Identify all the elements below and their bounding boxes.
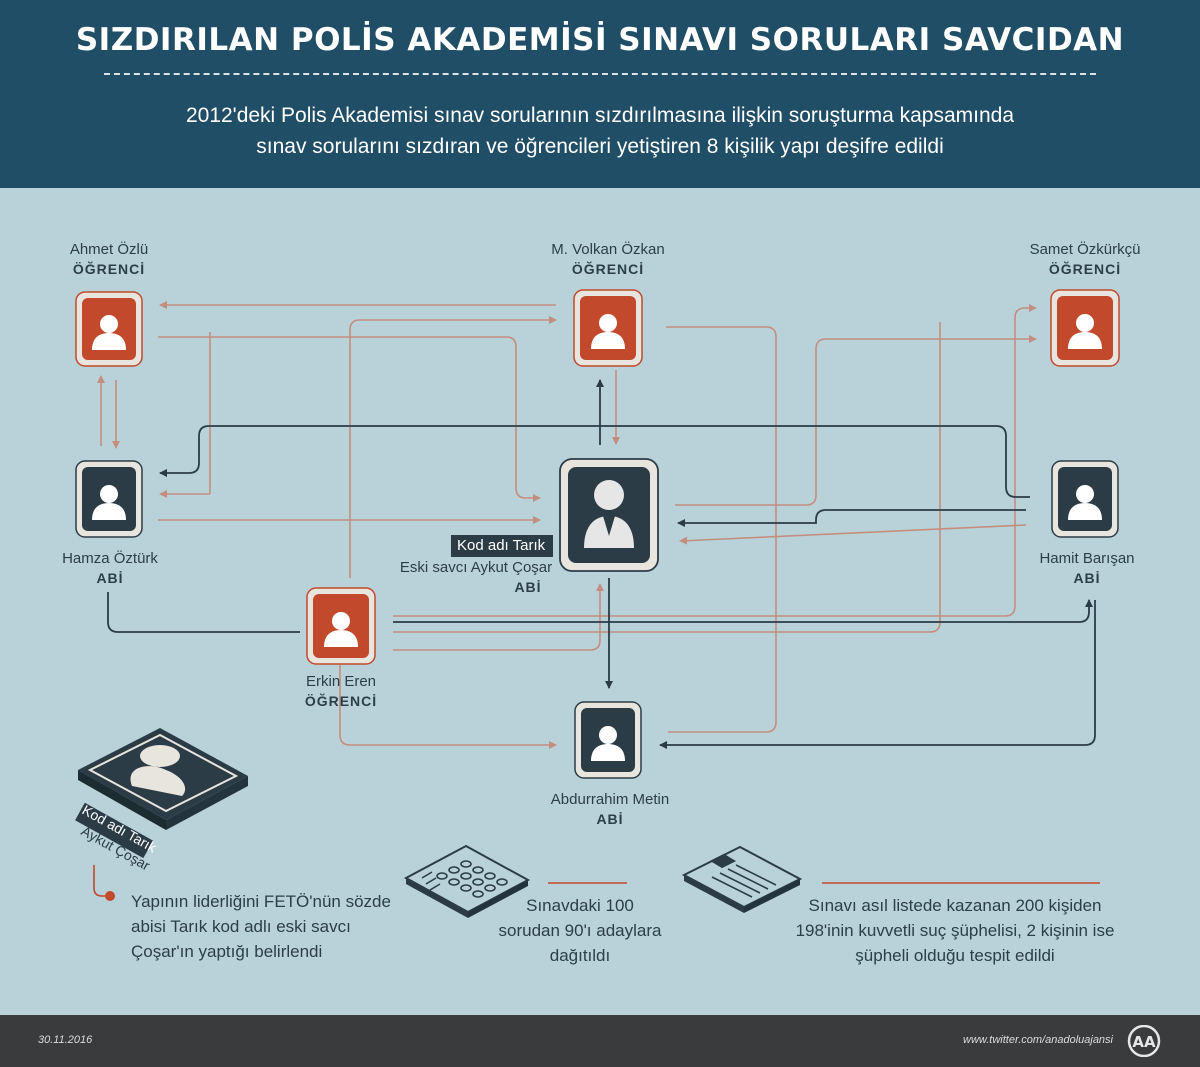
header: SIZDIRILAN POLİS AKADEMİSİ SINAVI SORULA… (0, 0, 1200, 188)
samet-name: Samet Özkürkçü (1029, 241, 1141, 258)
node-center (559, 458, 659, 572)
fact-questions: Sınavdaki 100 sorudan 90'ı adaylara dağı… (478, 893, 682, 968)
subtitle-line-1: 2012'deki Polis Akademisi sınav soruları… (185, 104, 1015, 127)
page-title: SIZDIRILAN POLİS AKADEMİSİ SINAVI SORULA… (75, 22, 1125, 58)
clipboard-icon (681, 845, 803, 913)
samet-role: ÖĞRENCİ (1048, 261, 1122, 277)
fact-1-line-3: Çoşar'ın yaptığı belirlendi (131, 942, 323, 961)
ahmet-role: ÖĞRENCİ (72, 261, 146, 277)
fact-connector (93, 865, 115, 901)
hamza-role: ABİ (96, 570, 124, 586)
node-samet (1050, 289, 1120, 367)
header-divider (104, 73, 1096, 75)
node-ahmet (75, 291, 143, 367)
fact-1-line-2: abisi Tarık kod adlı eski savcı (131, 917, 351, 936)
publish-date: 30.11.2016 (38, 1034, 93, 1046)
fact-3-line-1: Sınavı asıl listede kazanan 200 kişiden (808, 896, 1102, 915)
answer-sheet-icon (403, 844, 531, 918)
leader-badge (78, 728, 248, 830)
twitter-link[interactable]: www.twitter.com/anadoluajansi (963, 1034, 1113, 1046)
header-subtitle: 2012'deki Polis Akademisi sınav soruları… (0, 100, 1200, 162)
aa-logo-icon: AA (1127, 1025, 1161, 1057)
hamit-name: Hamit Barışan (1039, 550, 1135, 567)
code-name-tag: Kod adı Tarık (451, 535, 554, 557)
node-abdurrahim (574, 701, 642, 779)
fact-3-line-3: şüpheli olduğu tespit edildi (855, 946, 1055, 965)
fact-2-line-2: sorudan 90'ı adaylara (498, 921, 662, 940)
node-volkan (573, 289, 643, 367)
erkin-name: Erkin Eren (305, 673, 377, 690)
fact-1-line-1: Yapının liderliğini FETÖ'nün sözde (131, 892, 391, 911)
abdurrahim-role: ABİ (596, 811, 624, 827)
fact-leadership: Yapının liderliğini FETÖ'nün sözde abisi… (131, 889, 391, 964)
aa-logo-text: AA (1132, 1033, 1156, 1051)
center-role: ABİ (514, 579, 542, 595)
fact-2-line-1: Sınavdaki 100 (526, 896, 634, 915)
hamit-role: ABİ (1073, 570, 1101, 586)
volkan-role: ÖĞRENCİ (571, 261, 645, 277)
erkin-role: ÖĞRENCİ (304, 693, 378, 709)
node-hamit (1051, 460, 1119, 538)
fact-3-line-2: 198'inin kuvvetli suç şüphelisi, 2 kişin… (795, 921, 1115, 940)
abdurrahim-name: Abdurrahim Metin (550, 791, 670, 808)
node-hamza (75, 460, 143, 538)
ahmet-name: Ahmet Özlü (69, 241, 149, 258)
fact-suspects: Sınavı asıl listede kazanan 200 kişiden … (770, 893, 1140, 968)
node-erkin (306, 587, 376, 665)
subtitle-line-2: sınav sorularını sızdıran ve öğrencileri… (256, 135, 944, 158)
fact-2-line-3: dağıtıldı (549, 946, 611, 965)
dark-connectors (107, 379, 1096, 749)
hamza-name: Hamza Öztürk (62, 550, 158, 567)
badge-label-bg (75, 802, 154, 859)
footer: 30.11.2016 www.twitter.com/anadoluajansi… (0, 1015, 1200, 1067)
volkan-name: M. Volkan Özkan (551, 241, 665, 258)
center-name: Eski savcı Aykut Çoşar (399, 559, 553, 576)
